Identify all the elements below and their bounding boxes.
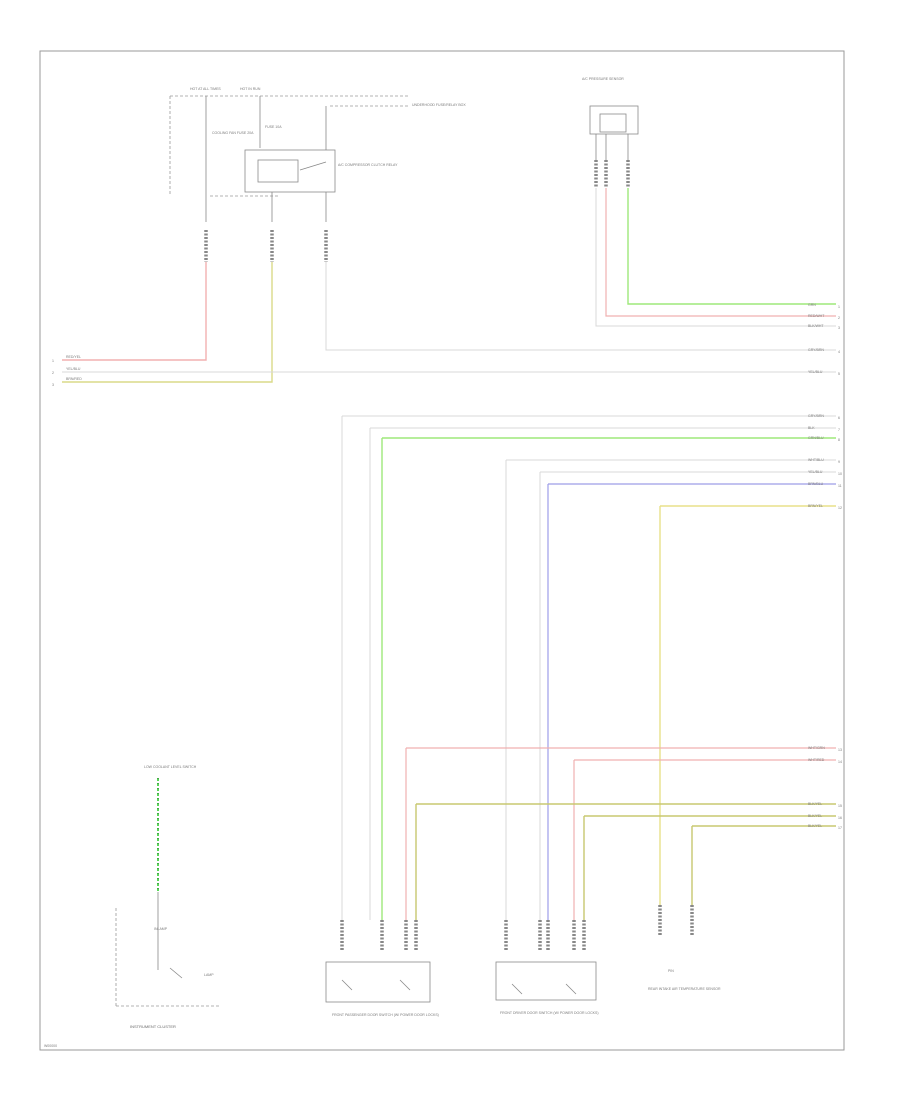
wire-blk-mid <box>369 427 836 920</box>
right-wire-label: GRN/BLU <box>808 436 824 440</box>
pressure-sensor-inner <box>599 113 627 133</box>
left-wire-label-1: RED/YEL <box>66 355 81 359</box>
right-wire-label: GRN <box>808 303 816 307</box>
underhood-box-label: UNDERHOOD FUSE/RELAY BOX <box>412 103 466 107</box>
wire-wht-blu-mid <box>505 459 836 920</box>
right-wire-label: YEL/BLU <box>808 470 823 474</box>
driver-switch-contact <box>511 983 523 995</box>
cluster-switch <box>169 967 183 979</box>
cooling-fan-fuse-label: COOLING FAN FUSE 20A <box>212 131 254 135</box>
diagram-frame <box>39 50 845 1051</box>
right-wire-label: BRN/YEL <box>808 504 823 508</box>
right-wire-label: BLK/YEL <box>808 814 822 818</box>
front-passenger-door-label: FRONT PASSENGER DOOR SWITCH (W/ POWER DO… <box>332 1013 439 1017</box>
right-pin-number: 10 <box>838 472 842 476</box>
rear-intake-sensor: PIN REAR INTAKE AIR TEMPERATURE SENSOR <box>648 905 721 991</box>
rear-sensor-label: REAR INTAKE AIR TEMPERATURE SENSOR <box>648 987 721 991</box>
relay-label: A/C COMPRESSOR CLUTCH RELAY <box>338 163 398 167</box>
right-pin-number: 1 <box>838 305 840 309</box>
left-num-1: 1 <box>52 359 54 363</box>
left-wire-label-2: YEL/BLU <box>66 367 81 371</box>
wire-red-wht-sensor <box>605 188 836 317</box>
wire-blk-yel-low-2 <box>583 815 836 920</box>
right-pin-number: 4 <box>838 350 840 354</box>
left-num-2: 2 <box>52 371 54 375</box>
instrument-cluster: LOW COOLANT LEVEL SWITCH INLAMP LAMP INS… <box>115 765 220 1029</box>
wire-blk-yel-low-1 <box>415 803 836 920</box>
fuse-10a-label: FUSE 10A <box>265 125 282 129</box>
right-pin-number: 8 <box>838 438 840 442</box>
relay-coil <box>257 159 299 183</box>
page-id: W00000 <box>44 1044 57 1048</box>
wire-blk-wht-sensor <box>595 188 836 327</box>
cluster-lamp-label: LAMP <box>204 973 214 977</box>
right-pin-number: 11 <box>838 484 842 488</box>
driver-switch-box <box>495 961 597 1001</box>
right-pin-numbers: 1 2 3 4 5 6 7 8 9 10 11 12 13 14 15 16 1… <box>838 305 842 830</box>
driver-switch-contact <box>565 983 577 995</box>
wire-brn-yel-mid <box>659 505 836 905</box>
inlamp-label: INLAMP <box>154 927 168 931</box>
wire-red-yel <box>62 262 207 361</box>
right-wire-label: BLK <box>808 426 815 430</box>
right-wire-label: BLK/WHT <box>808 324 824 328</box>
wire-blk-yel-low-3 <box>691 825 836 905</box>
right-pin-number: 17 <box>838 826 842 830</box>
front-passenger-door-switch: FRONT PASSENGER DOOR SWITCH (W/ POWER DO… <box>325 920 439 1017</box>
front-driver-door-switch: FRONT DRIVER DOOR SWITCH (W/ POWER DOOR … <box>495 920 599 1015</box>
right-wire-labels: GRN RED/WHT BLK/WHT GRY/BRN YEL/BLU GRY/… <box>808 303 825 828</box>
pressure-sensor-label: A/C PRESSURE SENSOR <box>582 77 624 81</box>
passenger-switch-contact <box>399 979 411 991</box>
passenger-switch-contact <box>341 979 353 991</box>
passenger-switch-box <box>325 961 431 1003</box>
right-wire-label: WHT/GRN <box>808 746 825 750</box>
rear-sensor-pin-label: PIN <box>668 969 674 973</box>
hot-at-all-times-label: HOT AT ALL TIMES <box>190 87 221 91</box>
wire-grn-blu-mid <box>381 437 836 920</box>
right-pin-number: 9 <box>838 460 840 464</box>
front-driver-door-label: FRONT DRIVER DOOR SWITCH (W/ POWER DOOR … <box>500 1011 599 1015</box>
hot-in-run-label: HOT IN RUN <box>240 87 261 91</box>
right-wire-label: RED/WHT <box>808 314 825 318</box>
relay-switch <box>299 161 327 171</box>
fuse-block: HOT AT ALL TIMES HOT IN RUN UNDERHOOD FU… <box>169 87 466 222</box>
wire-brn-blu-mid <box>547 483 836 920</box>
wire-yel-blu <box>62 262 273 383</box>
right-wire-label: BLK/YEL <box>808 824 822 828</box>
right-pin-number: 14 <box>838 760 842 764</box>
wire-wht-red-low <box>573 759 836 920</box>
right-pin-number: 16 <box>838 816 842 820</box>
right-wire-label: BRN/BLU <box>808 482 824 486</box>
right-wire-label: GRY/BRN <box>808 414 824 418</box>
pressure-sensor-box <box>589 105 639 135</box>
right-pin-number: 5 <box>838 372 840 376</box>
relay-box <box>244 149 336 193</box>
right-pin-number: 13 <box>838 748 842 752</box>
right-wire-label: GRY/BRN <box>808 348 824 352</box>
pressure-sensor: A/C PRESSURE SENSOR <box>582 77 639 160</box>
right-pin-number: 3 <box>838 326 840 330</box>
wire-wht-grn-low <box>405 747 836 920</box>
low-coolant-switch-label: LOW COOLANT LEVEL SWITCH <box>144 765 197 769</box>
right-pin-number: 15 <box>838 804 842 808</box>
right-pin-number: 12 <box>838 506 842 510</box>
wire-gry-brn-mid <box>341 415 836 920</box>
right-wire-label: YEL/BLU <box>808 370 823 374</box>
right-wire-label: BLK/YEL <box>808 802 822 806</box>
wire-gry-brn-top <box>325 262 836 351</box>
right-wire-label: WHT/RED <box>808 758 825 762</box>
wire-grn-sensor <box>627 188 836 305</box>
right-pin-number: 7 <box>838 428 840 432</box>
instrument-cluster-label: INSTRUMENT CLUSTER <box>130 1024 176 1029</box>
left-num-3: 3 <box>52 383 54 387</box>
right-pin-number: 2 <box>838 316 840 320</box>
wire-yel-blu-mid <box>539 471 836 920</box>
right-pin-number: 6 <box>838 416 840 420</box>
left-wire-label-3: BRN/RED <box>66 377 82 381</box>
right-wire-label: WHT/BLU <box>808 458 824 462</box>
